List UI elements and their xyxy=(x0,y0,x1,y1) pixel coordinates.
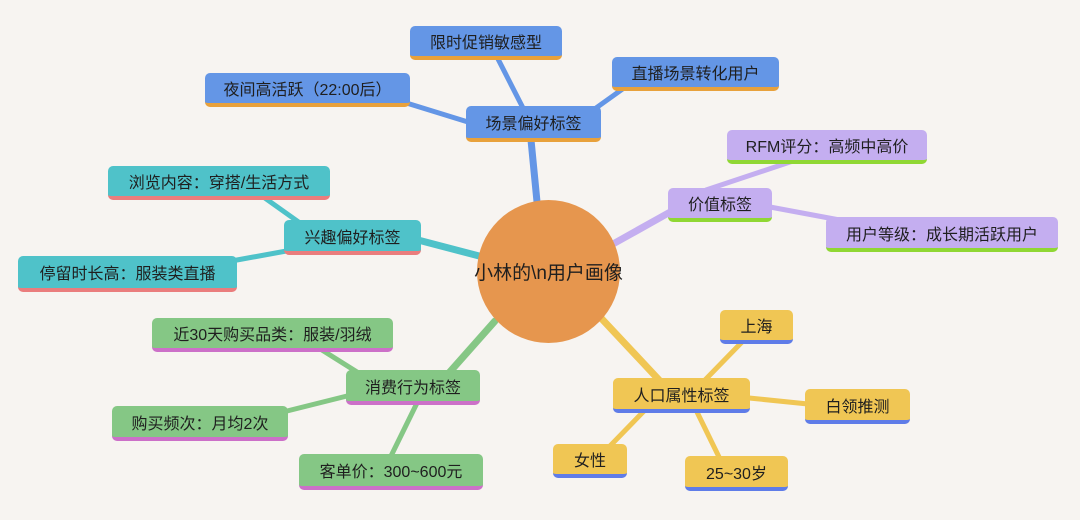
node-flash-promo-sensitive[interactable]: 限时促销敏感型 xyxy=(410,26,562,60)
connector-scene-night-active xyxy=(397,98,471,125)
connector-value-rfm xyxy=(703,158,796,193)
connector-demographic-female xyxy=(607,408,647,449)
branch-scene-preference[interactable]: 场景偏好标签 xyxy=(466,106,601,142)
connector-center-demographic xyxy=(597,314,664,385)
connector-consumption-frequency xyxy=(280,393,350,415)
branch-demographic[interactable]: 人口属性标签 xyxy=(613,378,750,413)
connector-center-consumption xyxy=(444,317,499,378)
connector-center-value xyxy=(609,207,676,248)
branch-consumption-behavior[interactable]: 消费行为标签 xyxy=(346,370,480,405)
node-dwell-time[interactable]: 停留时长高：服装类直播 xyxy=(18,256,237,292)
node-night-active[interactable]: 夜间高活跃（22:00后） xyxy=(205,73,410,107)
node-browse-content[interactable]: 浏览内容：穿搭/生活方式 xyxy=(108,166,330,200)
connector-scene-live-conversion xyxy=(593,85,627,111)
connector-consumption-category xyxy=(319,347,360,375)
branch-value[interactable]: 价值标签 xyxy=(668,188,772,222)
connector-center-interest xyxy=(414,236,487,261)
node-purchase-frequency[interactable]: 购买频次：月均2次 xyxy=(112,406,288,441)
connector-demographic-white-collar xyxy=(746,395,811,407)
node-avg-order-value[interactable]: 客单价：300~600元 xyxy=(299,454,483,490)
node-white-collar[interactable]: 白领推测 xyxy=(805,389,910,424)
branch-interest-preference[interactable]: 兴趣偏好标签 xyxy=(284,220,421,255)
connector-interest-browse xyxy=(259,193,303,226)
connector-demographic-age xyxy=(694,409,722,460)
connector-demographic-shanghai xyxy=(702,339,745,383)
node-shanghai[interactable]: 上海 xyxy=(720,310,793,344)
node-purchase-category-30d[interactable]: 近30天购买品类：服装/羽绒 xyxy=(152,318,393,352)
connector-scene-flash-promo xyxy=(494,54,526,111)
node-user-level[interactable]: 用户等级：成长期活跃用户 xyxy=(826,217,1058,252)
node-age-25-30[interactable]: 25~30岁 xyxy=(685,456,788,491)
node-live-conversion[interactable]: 直播场景转化用户 xyxy=(612,57,779,91)
center-node[interactable]: 小林的\n用户画像 xyxy=(474,200,623,343)
node-female[interactable]: 女性 xyxy=(553,444,627,478)
connector-consumption-aov xyxy=(388,400,420,459)
node-rfm-score[interactable]: RFM评分：高频中高价 xyxy=(727,130,927,164)
